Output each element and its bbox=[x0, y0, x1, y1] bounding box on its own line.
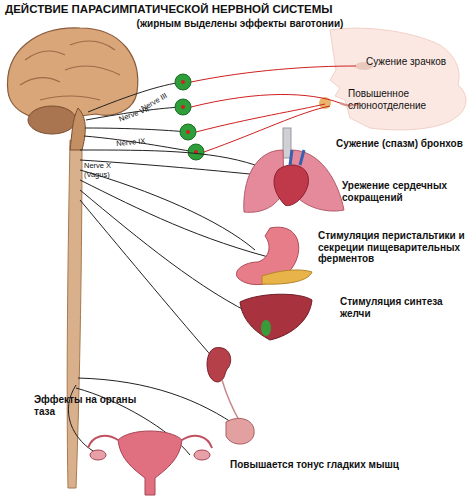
gallbladder bbox=[261, 320, 271, 336]
ovary bbox=[90, 450, 106, 460]
brainstem bbox=[70, 108, 85, 150]
effect-label: Сужение (спазм) бронхов bbox=[336, 138, 476, 150]
nerve-line bbox=[80, 190, 260, 318]
ganglion bbox=[175, 74, 191, 90]
cerebellum bbox=[28, 106, 76, 134]
brain-folds bbox=[20, 41, 120, 100]
uterus bbox=[118, 431, 182, 495]
face-outline bbox=[330, 28, 466, 130]
brain bbox=[8, 28, 138, 120]
effect-label: Урежение сердечных сокращений bbox=[342, 180, 472, 203]
heart bbox=[274, 165, 308, 206]
nerve-line bbox=[191, 94, 340, 107]
effect-label: Сужение зрачков bbox=[366, 56, 476, 68]
ganglion bbox=[180, 124, 196, 140]
kidney bbox=[207, 348, 231, 382]
liver bbox=[240, 294, 312, 340]
bladder bbox=[226, 418, 254, 444]
pancreas bbox=[262, 270, 312, 284]
nerve-line bbox=[196, 104, 325, 132]
ureter bbox=[222, 380, 240, 422]
nerve-label: Nerve IX bbox=[116, 135, 177, 149]
fallopian-tube bbox=[88, 436, 212, 448]
nerve-line bbox=[80, 170, 255, 250]
effect-label: Стимуляция перистальтики и секреции пище… bbox=[318, 230, 476, 265]
nerve-line bbox=[80, 200, 215, 360]
ganglion bbox=[188, 144, 204, 160]
spinal-cord bbox=[67, 140, 82, 488]
effect-label: Повышается тонус гладких мышц bbox=[230, 459, 470, 471]
effect-label: Стимуляция синтеза желчи bbox=[340, 296, 450, 319]
vessels bbox=[290, 150, 304, 165]
nerve-line bbox=[191, 66, 356, 82]
nerve-label: Nerve X (Vagus) bbox=[84, 162, 134, 179]
diagram-title: ДЕЙСТВИЕ ПАРАСИМПАТИЧЕСКОЙ НЕРВНОЙ СИСТЕ… bbox=[5, 3, 475, 16]
effect-label: Повышенное слюноотделение bbox=[348, 88, 473, 111]
nerve-line bbox=[85, 128, 188, 132]
subtitle-note: (жирным выделены эффекты ваготонии) bbox=[125, 18, 355, 30]
effect-label: Эффекты на органы таза bbox=[34, 394, 154, 417]
trachea bbox=[283, 128, 291, 158]
ovary bbox=[194, 450, 210, 460]
ganglion bbox=[175, 99, 191, 115]
nerve-line bbox=[204, 106, 330, 152]
